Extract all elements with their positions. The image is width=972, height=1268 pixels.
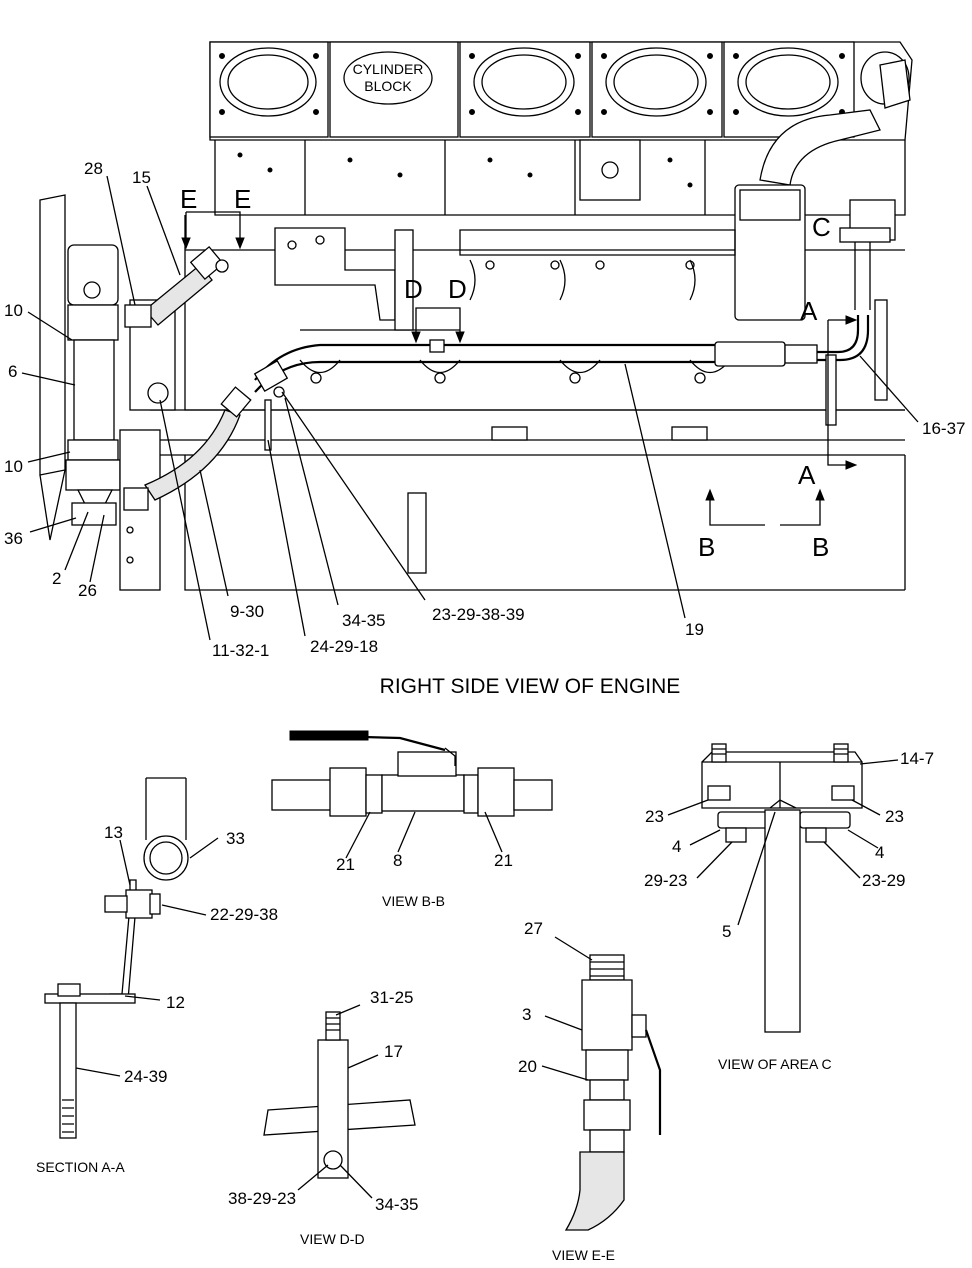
callout-4-left: 4	[672, 837, 681, 856]
callout-4-right: 4	[875, 843, 884, 862]
section-a-a: 13 33 22-29-38 12 24-39 SECTION A-A	[36, 777, 278, 1175]
callout-12: 12	[166, 993, 185, 1012]
callout-10-upper: 10	[4, 301, 23, 320]
view-e-e-caption: VIEW E-E	[552, 1247, 615, 1263]
marker-b-right: B	[812, 532, 829, 562]
callout-14-7: 14-7	[900, 749, 934, 768]
callout-5: 5	[722, 922, 731, 941]
view-d-d-caption: VIEW D-D	[300, 1231, 365, 1247]
callout-23-left: 23	[645, 807, 664, 826]
section-a-a-caption: SECTION A-A	[36, 1159, 125, 1175]
callout-15: 15	[132, 168, 151, 187]
callout-29-23: 29-23	[644, 871, 687, 890]
callout-21-right: 21	[494, 851, 513, 870]
callout-23-29-38-39: 23-29-38-39	[432, 605, 525, 624]
oil-pan	[150, 409, 906, 591]
tube-19	[253, 315, 870, 451]
callout-9-30: 9-30	[230, 602, 264, 621]
callout-8: 8	[393, 851, 402, 870]
callout-34-35-d: 34-35	[375, 1195, 418, 1214]
view-d-d: 31-25 17 38-29-23 34-35 VIEW D-D	[228, 988, 418, 1247]
cylinder-block-label-line1: CYLINDER	[353, 61, 424, 77]
callout-21-left: 21	[336, 855, 355, 874]
main-view-title: RIGHT SIDE VIEW OF ENGINE	[380, 675, 681, 698]
right-side-engine-view: CYLINDER BLOCK	[4, 41, 965, 698]
marker-d-left: D	[404, 274, 423, 304]
marker-d-right: D	[448, 274, 467, 304]
bracket-17-area	[274, 227, 414, 331]
callout-31-25: 31-25	[370, 988, 413, 1007]
view-b-b: 21 8 21 VIEW B-B	[271, 730, 553, 909]
marker-c-area: C	[812, 212, 831, 242]
view-area-c: 14-7 23 23 4 4 29-23 23-29 5 VIEW OF ARE…	[644, 743, 934, 1072]
callout-10-lower: 10	[4, 457, 23, 476]
main-leaders	[21, 175, 919, 641]
hose-9	[123, 386, 252, 511]
callout-3: 3	[522, 1005, 531, 1024]
marker-b-left: B	[698, 532, 715, 562]
left-bracket-assembly	[39, 194, 176, 591]
area-c-assembly	[459, 59, 911, 426]
section-markers: E E D D A A B B C	[180, 184, 858, 562]
marker-e-left: E	[180, 184, 197, 214]
callout-38-29-23: 38-29-23	[228, 1189, 296, 1208]
callout-36: 36	[4, 529, 23, 548]
marker-a-bottom: A	[798, 460, 816, 490]
callout-33: 33	[226, 829, 245, 848]
callout-2: 2	[52, 569, 61, 588]
hose-15	[124, 245, 229, 328]
callout-28: 28	[84, 159, 103, 178]
callout-23-29: 23-29	[862, 871, 905, 890]
view-area-c-caption: VIEW OF AREA C	[718, 1056, 832, 1072]
callout-20: 20	[518, 1057, 537, 1076]
marker-e-right: E	[234, 184, 251, 214]
marker-a-top: A	[800, 296, 818, 326]
callout-34-35: 34-35	[342, 611, 385, 630]
callout-27: 27	[524, 919, 543, 938]
callout-17: 17	[384, 1042, 403, 1061]
callout-19: 19	[685, 620, 704, 639]
view-e-e: 27 3 20 VIEW E-E	[518, 919, 662, 1263]
view-b-b-caption: VIEW B-B	[382, 893, 445, 909]
callout-13: 13	[104, 823, 123, 842]
callout-26: 26	[78, 581, 97, 600]
callout-24-29-18: 24-29-18	[310, 637, 378, 656]
callout-6: 6	[8, 362, 17, 381]
callout-24-39: 24-39	[124, 1067, 167, 1086]
callout-22-29-38: 22-29-38	[210, 905, 278, 924]
callout-11-32-1: 11-32-1	[212, 641, 269, 660]
callout-16-37: 16-37	[922, 419, 965, 438]
cylinder-heads: CYLINDER BLOCK	[209, 41, 913, 141]
callout-23-right: 23	[885, 807, 904, 826]
cylinder-block-label-line2: BLOCK	[364, 78, 412, 94]
